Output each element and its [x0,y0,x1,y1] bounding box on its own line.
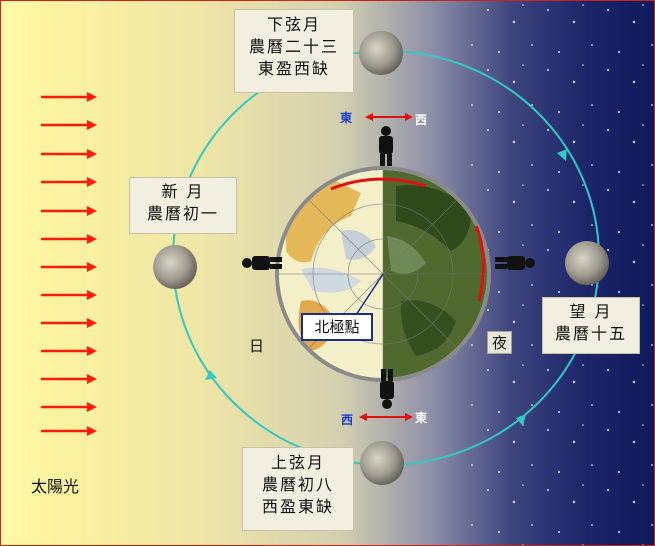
orbit-arrow-icon [516,414,526,426]
sunlight-arrows [41,92,97,436]
moon-new-icon [153,245,197,289]
west-label-bottom: 西 [341,413,354,427]
full-moon-lunar-day: 農曆十五 [554,324,627,343]
first-quarter-description: 西盈東缺 [261,497,334,516]
label-new-moon: 新 月 農曆初一 [129,177,237,234]
orbit-arrow-icon [205,370,217,380]
sun-arrow-icon [41,318,97,328]
east-label-bottom: 東 [415,411,428,425]
first-quarter-title: 上弦月 [270,453,325,472]
last-quarter-title: 下弦月 [266,15,321,34]
label-full-moon: 望 月 農曆十五 [542,297,640,354]
pole-pointer [355,273,384,316]
moon-last-quarter-icon [359,31,403,75]
orbit-arrow-icon [557,149,567,161]
sun-arrow-icon [41,374,97,384]
last-quarter-description: 東盈西缺 [257,59,330,78]
full-moon-title: 望 月 [569,302,613,321]
observer-right-icon [495,256,535,270]
direction-arrow-top-icon [365,113,413,121]
label-last-quarter: 下弦月 農曆二十三 東盈西缺 [234,9,354,93]
sun-arrow-icon [41,177,97,187]
night-label: 夜 [487,331,513,354]
moon-full-icon [565,241,609,285]
direction-arrow-bottom-icon [359,413,413,421]
observer-left-icon [242,256,282,270]
sun-arrow-icon [41,206,97,216]
west-label-top: 西 [415,113,428,127]
sun-arrow-icon [41,426,97,436]
sun-arrow-icon [41,346,97,356]
north-pole-label: 北極點 [301,313,373,341]
observer-bottom-icon [380,369,394,409]
moon-first-quarter-icon [360,441,404,485]
sun-arrow-icon [41,149,97,159]
first-quarter-lunar-day: 農曆初八 [261,475,334,494]
sunlight-label: 太陽光 [31,477,80,496]
sun-arrow-icon [41,120,97,130]
day-label: 日 [249,337,265,355]
east-label-top: 東 [340,111,353,125]
last-quarter-lunar-day: 農曆二十三 [248,37,339,56]
star-field [471,1,654,545]
sun-arrow-icon [41,92,97,102]
sun-arrow-icon [41,262,97,272]
observer-top-icon [379,126,393,166]
sun-arrow-icon [41,234,97,244]
sun-arrow-icon [41,402,97,412]
new-moon-lunar-day: 農曆初一 [146,204,219,223]
new-moon-title: 新 月 [161,182,205,201]
label-first-quarter: 上弦月 農曆初八 西盈東缺 [242,447,354,531]
sun-arrow-icon [41,290,97,300]
earth-icon [275,166,491,382]
